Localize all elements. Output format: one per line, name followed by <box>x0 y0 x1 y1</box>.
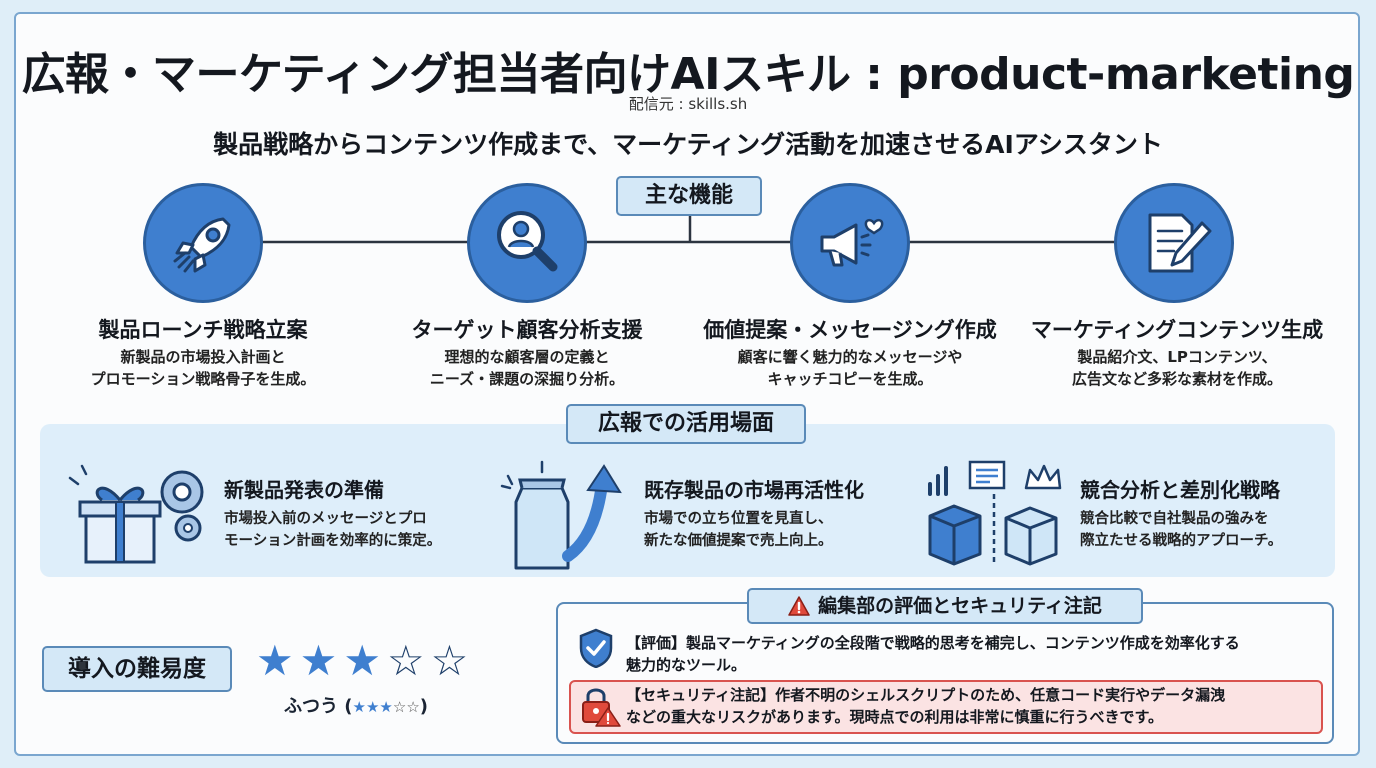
feature-desc: 新製品の市場投入計画とプロモーション戦略骨子を生成。 <box>90 348 316 388</box>
feature-desc: 理想的な顧客層の定義とニーズ・課題の深掘り分析。 <box>429 348 625 388</box>
feature-desc: 製品紹介文、LPコンテンツ、広告文など多彩な素材を作成。 <box>1071 348 1282 388</box>
lock-warning-icon <box>578 686 622 732</box>
feature-title: 製品ローンチ戦略立案 <box>98 318 308 342</box>
difficulty-caption: ふつう (★★★☆☆) <box>284 696 428 717</box>
usecase-desc: 市場での立ち位置を見直し、新たな価値提案で売上向上。 <box>644 511 833 549</box>
page-subtitle: 製品戦略からコンテンツ作成まで、マーケティング活動を加速させるAIアシスタント <box>213 130 1163 159</box>
difficulty-label: 導入の難易度 <box>42 646 232 692</box>
review-evaluation: 【評価】製品マーケティングの全段階で戦略的思考を補完し、コンテンツ作成を効率化す… <box>626 634 1240 674</box>
gift-gear-icon <box>62 458 212 572</box>
usecase-title: 新製品発表の準備 <box>224 478 384 502</box>
feature-title: マーケティングコンテンツ生成 <box>1030 318 1324 342</box>
usecase-desc: 競合比較で自社製品の強みを際立たせる戦略的アプローチ。 <box>1080 511 1283 549</box>
usecase-desc: 市場投入前のメッセージとプロモーション計画を効率的に策定。 <box>224 511 442 549</box>
star-filled-icon: ★ <box>343 636 381 685</box>
warning-icon <box>788 596 810 616</box>
feature-connector-lines <box>262 214 1118 244</box>
security-note: 【セキュリティ注記】作者不明のシェルスクリプトのため、任意コード実行やデータ漏洩… <box>626 686 1226 726</box>
source-credit: 配信元 : skills.sh <box>628 95 748 113</box>
feature-title: ターゲット顧客分析支援 <box>411 318 643 342</box>
usecase-title: 既存製品の市場再活性化 <box>644 478 864 502</box>
rocket-icon <box>143 183 263 303</box>
megaphone-heart-icon <box>790 183 910 303</box>
usecase-title: 競合分析と差別化戦略 <box>1080 478 1280 502</box>
magnifier-person-icon <box>467 183 587 303</box>
small-star-filled-icon: ★ <box>352 698 366 716</box>
usecases-label: 広報での活用場面 <box>566 404 806 444</box>
feature-desc: 顧客に響く魅力的なメッセージやキャッチコピーを生成。 <box>737 348 963 388</box>
package-arrow-icon <box>498 456 638 578</box>
small-star-empty-icon: ☆ <box>392 698 407 716</box>
small-star-filled-icon: ★ <box>365 698 380 716</box>
usecase-panel <box>40 424 1335 577</box>
page-title: 広報・マーケティング担当者向けAIスキル : product-marketing <box>21 49 1355 100</box>
star-empty-icon: ☆ <box>430 636 469 685</box>
features-label: 主な機能 <box>616 176 762 216</box>
document-pen-icon <box>1114 183 1234 303</box>
feature-title: 価値提案・メッセージング作成 <box>703 318 997 342</box>
comparison-boxes-icon <box>924 458 1064 572</box>
review-label: 編集部の評価とセキュリティ注記 <box>747 588 1143 624</box>
difficulty-stars: ★★★☆☆ <box>256 640 516 682</box>
small-star-empty-icon: ☆ <box>406 698 420 716</box>
small-star-filled-icon: ★ <box>379 698 393 716</box>
star-empty-icon: ☆ <box>386 636 425 685</box>
shield-check-icon <box>578 628 614 672</box>
security-note-box <box>569 680 1323 734</box>
star-filled-icon: ★ <box>299 636 338 685</box>
star-filled-icon: ★ <box>256 636 294 685</box>
